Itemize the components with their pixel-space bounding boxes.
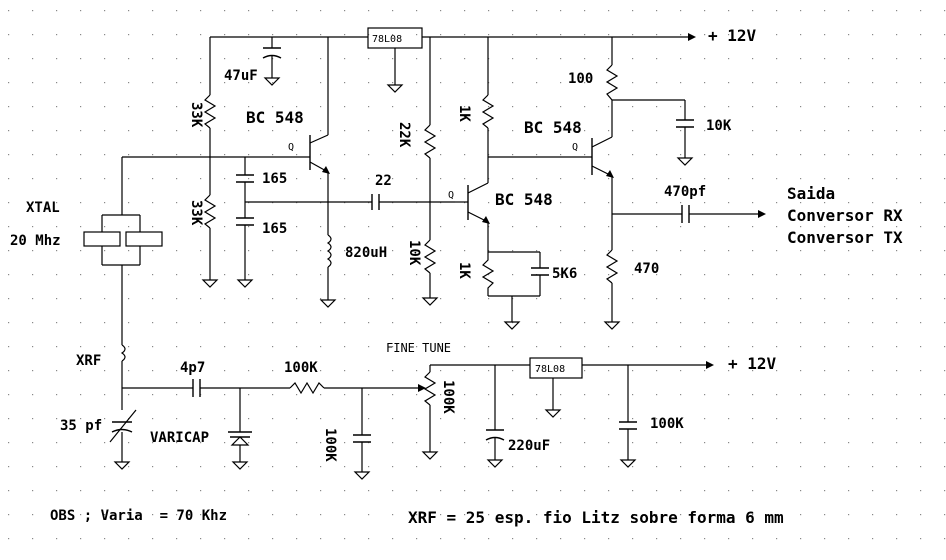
cap-470pf-label: 470pf xyxy=(664,184,706,200)
emitter-net-q2: 1K 5K6 xyxy=(456,251,577,330)
cap-100k-b-label: 100K xyxy=(650,416,684,432)
top-rail: 78L08 + 12V xyxy=(210,26,757,93)
xrf-label: XRF xyxy=(76,353,101,369)
cap-5k6-label: 5K6 xyxy=(552,266,577,282)
cap-47uf: 47uF xyxy=(224,37,282,86)
cap-220uf-label: 220uF xyxy=(508,438,550,454)
r-1k-a: 1K xyxy=(456,37,495,157)
regulator-bottom-label: 78L08 xyxy=(535,364,565,375)
r-100: 100 xyxy=(568,37,619,101)
r-33k-bottom-label: 33K xyxy=(188,200,204,226)
dot-grid xyxy=(8,10,946,540)
q3-mark: Q xyxy=(572,142,578,153)
r-33k-bottom: 33K xyxy=(188,194,219,288)
cap-165b: 165 xyxy=(236,217,287,288)
cap-22-label: 22 xyxy=(375,173,392,189)
r-1k-b-label: 1K xyxy=(456,262,472,279)
xtal-label: XTAL xyxy=(26,200,60,216)
r-100-label: 100 xyxy=(568,71,593,87)
cap-470pf: 470pf xyxy=(612,184,766,223)
trimmer-35pf: 35 pf xyxy=(60,409,137,470)
cap-100k-a-label: 100K xyxy=(322,428,338,462)
varicap-label: VARICAP xyxy=(150,430,209,446)
cap-100k-a: 100K xyxy=(322,388,371,480)
inductor-820uh-label: 820uH xyxy=(345,245,387,261)
regulator-bottom-group: 78L08 + 12V xyxy=(529,354,777,418)
obs-note: OBS ; Varia = 70 Khz xyxy=(50,508,227,524)
q1-mark: Q xyxy=(288,142,294,153)
inductor-xrf: XRF xyxy=(76,344,126,410)
r-470-label: 470 xyxy=(634,261,659,277)
trimmer-35pf-label: 35 pf xyxy=(60,418,102,434)
r-470: 470 xyxy=(603,249,659,330)
q1-label: BC 548 xyxy=(246,108,304,127)
q2-label: BC 548 xyxy=(495,190,553,209)
output-label-1: Saida xyxy=(787,184,835,203)
r-33k-top-label: 33K xyxy=(188,102,204,128)
cap-4p7: 4p7 xyxy=(180,360,205,397)
cap-220uf: 220uF xyxy=(485,365,550,468)
cap-22: 22 xyxy=(371,173,455,210)
varicap: VARICAP xyxy=(150,388,252,470)
pot-100k-label: 100K xyxy=(440,380,456,414)
output-label-2: Conversor RX xyxy=(787,206,903,225)
q2-mark: Q xyxy=(448,190,454,201)
r-100k-a-label: 100K xyxy=(284,360,318,376)
xtal-freq-label: 20 Mhz xyxy=(10,233,61,249)
cap-100k-b: 100K xyxy=(619,365,684,468)
cap-47uf-label: 47uF xyxy=(224,68,258,84)
transistor-q1: BC 548 Q xyxy=(246,37,330,235)
r-10k-base: 10K xyxy=(406,239,439,306)
r-10k-base-label: 10K xyxy=(406,240,422,266)
cap-165b-label: 165 xyxy=(262,221,287,237)
cap-10k-label: 10K xyxy=(706,118,732,134)
supply-top-label: + 12V xyxy=(708,26,757,45)
transistor-q2: BC 548 Q xyxy=(448,157,553,252)
inductor-820uh: 820uH xyxy=(319,234,387,308)
r-33k-top: 33K xyxy=(188,37,217,195)
output-label-3: Conversor TX xyxy=(787,228,903,247)
xrf-note: XRF = 25 esp. fio Litz sobre forma 6 mm xyxy=(408,508,784,527)
fine-tune-label: FINE TUNE xyxy=(386,341,451,355)
r-22k-label: 22K xyxy=(396,122,412,148)
cap-10k: 10K xyxy=(676,100,732,166)
supply-bottom-label: + 12V xyxy=(728,354,777,373)
cap-165a: 165 xyxy=(236,157,287,218)
r-1k-a-label: 1K xyxy=(456,105,472,122)
crystal-xtal: XTAL 20 Mhz xyxy=(10,200,163,345)
q3-label: BC 548 xyxy=(524,118,582,137)
transistor-q3: BC 548 Q xyxy=(524,100,614,250)
regulator-top-label: 78L08 xyxy=(372,34,402,45)
cap-165a-label: 165 xyxy=(262,171,287,187)
r-100k-a: 100K xyxy=(284,360,325,395)
pot-fine-tune: FINE TUNE 100K xyxy=(386,341,456,460)
regulator-bottom xyxy=(529,357,583,379)
r-22k: 22K xyxy=(396,37,437,240)
cap-4p7-label: 4p7 xyxy=(180,360,205,376)
